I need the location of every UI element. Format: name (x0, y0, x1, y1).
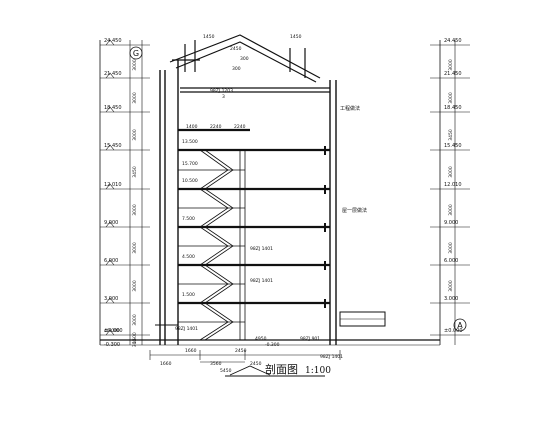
right-dimension-label: 3000 (448, 242, 454, 254)
right-elevation-label: 3.000 (444, 296, 458, 302)
bottom-dimension-label: 1660 (160, 361, 172, 367)
stair-dimension-label: 2240 (210, 124, 222, 130)
ground-level-label-2: 40.000 (104, 328, 120, 334)
ground-annex (100, 311, 440, 346)
left-dimension-label: 3000 (132, 59, 138, 71)
floor-level-label: 13.500 (182, 139, 198, 145)
left-dimension-label: 3000 (132, 92, 138, 104)
ground-reference-note: 98ZJ 901 (300, 336, 320, 342)
drawing-scale: 1:100 (305, 366, 331, 376)
stair-dimension-label: 4950 (255, 336, 267, 342)
left-dimension-label: 3000 (132, 280, 138, 292)
drawing-title-block: 剖面图 1:100 (225, 362, 331, 377)
labels: 24.450 21.450 18.450 15.450 12.010 9.000 6.000… (104, 34, 463, 374)
floor-level-label: 15.700 (182, 161, 198, 167)
right-elevation-label: 18.450 (444, 105, 462, 111)
right-elevation-label: 15.450 (444, 143, 462, 149)
wall-reference-note-2: 98ZJ 1401 (250, 278, 273, 284)
axis-bubble-a-label: A (457, 321, 463, 330)
ground-reference-note-2: 98ZJ 1401 (320, 354, 343, 360)
ground-level-label: -0.300 (265, 342, 280, 348)
stair-dimension-label: 2450 (235, 348, 247, 354)
floor-level-label: 4.500 (182, 254, 195, 260)
right-dimension-label: 3000 (448, 166, 454, 178)
right-elevation-ruler (430, 40, 470, 345)
right-dimension-label: 3000 (448, 92, 454, 104)
staircase (178, 149, 246, 341)
right-elevation-label: ±0.000 (444, 328, 463, 334)
left-elevation-ruler (99, 39, 150, 345)
left-elevation-label: 24.450 (104, 38, 122, 44)
floor-slabs (178, 128, 330, 305)
left-dimension-label: 3000 (132, 242, 138, 254)
right-dimension-label: 3450 (448, 129, 454, 141)
bottom-dimension-label: 3560 (210, 361, 222, 367)
side-note-2: 屋一层做法 (342, 207, 367, 214)
stair-dimension-label: 2240 (234, 124, 246, 130)
stair-dimension-label: 1400 (186, 124, 198, 130)
right-elevation-label: 9.000 (444, 220, 458, 226)
side-note-1: 工程做法 (340, 105, 360, 112)
right-elevation-label: 21.450 (444, 71, 462, 77)
axis-bubble-g: G (129, 46, 143, 60)
building-outline (159, 60, 337, 345)
left-elevation-label: 18.450 (104, 105, 122, 111)
left-elevation-label: 3.000 (104, 296, 118, 302)
right-dimension-label: 3000 (448, 204, 454, 216)
roof-tag-label: 1450 (290, 34, 302, 40)
roof-tag-label: 2450 (230, 46, 242, 52)
axis-bubble-a: A (453, 318, 467, 332)
left-elevation-label: 15.450 (104, 143, 122, 149)
roof (169, 34, 330, 93)
bottom-dimension-label: 5450 (220, 368, 232, 374)
bottom-dimension-label: 2450 (250, 361, 262, 367)
roof-reference-note: 98ZJ 1203 (210, 88, 233, 94)
roof-tag-label: 300 (232, 66, 241, 72)
stair-dimension-label: 300 (240, 56, 249, 62)
left-dimension-label: 300 (132, 339, 138, 348)
stair-dimension-label: 1660 (185, 348, 197, 354)
left-dimension-label: 3000 (132, 314, 138, 326)
right-elevation-label: 6.000 (444, 258, 458, 264)
left-dimension-label: 3450 (132, 166, 138, 178)
left-dimension-label: 3000 (132, 204, 138, 216)
right-elevation-label: 24.450 (444, 38, 462, 44)
roof-tag-label: 1450 (203, 34, 215, 40)
wall-reference-note: 98ZJ 1401 (250, 246, 273, 252)
left-elevation-label: -0.300 (104, 342, 120, 348)
drawing-title: 剖面图 (265, 362, 298, 376)
wall-reference-note-3: 98ZJ 1401 (175, 326, 198, 332)
left-elevation-label: 6.000 (104, 258, 118, 264)
left-elevation-label: 9.000 (104, 220, 118, 226)
floor-level-label: 10.500 (182, 178, 198, 184)
right-dimension-label: 3000 (448, 280, 454, 292)
left-elevation-label: ±0.000 (104, 328, 123, 334)
bottom-dimension-lines (149, 350, 341, 363)
axis-bubble-g-label: G (133, 49, 139, 58)
left-dimension-label: 3000 (132, 129, 138, 141)
right-elevation-label: 12.010 (444, 182, 462, 188)
left-elevation-label: 21.450 (104, 71, 122, 77)
right-dimension-label: 3000 (448, 59, 454, 71)
roof-reference-sub: 3 (222, 94, 225, 100)
left-elevation-label: 12.010 (104, 182, 122, 188)
floor-level-label: 1.500 (182, 292, 195, 298)
floor-level-label: 7.500 (182, 216, 195, 222)
left-dimension-label: 1500 (132, 332, 138, 344)
